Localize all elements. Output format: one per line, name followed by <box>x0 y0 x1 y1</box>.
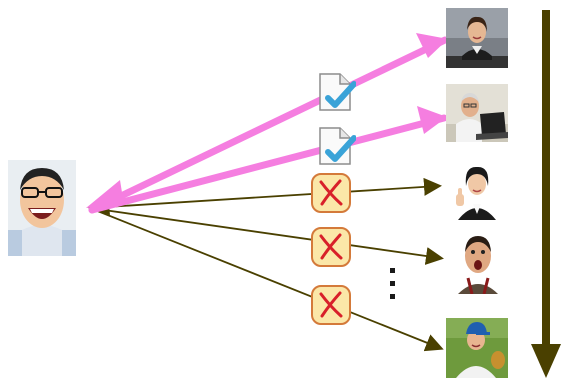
red-x-icon <box>310 226 352 268</box>
accepted-arrow-1 <box>88 36 449 214</box>
rejected-arrow-3 <box>89 177 442 209</box>
ellipsis-dot <box>389 268 395 273</box>
red-x-icon <box>310 172 352 214</box>
ranking-down-arrowhead <box>531 344 561 378</box>
woman-thumbs-up-photo <box>446 160 508 220</box>
older-man-laptop-photo <box>446 84 508 142</box>
checkmark-document-icon <box>318 126 356 166</box>
rejected-arrow-4 <box>89 207 444 265</box>
checkmark-document-icon <box>318 72 356 112</box>
surprised-man-photo <box>452 226 504 294</box>
ellipsis-dot <box>389 294 395 299</box>
accepted-arrow-2 <box>88 114 448 214</box>
ellipsis-dot <box>389 281 395 286</box>
rejected-arrow-5 <box>89 207 444 352</box>
accepted-arrow-back-head <box>86 180 124 208</box>
businesswoman-photo <box>446 8 508 68</box>
accepted-arrow-1-head <box>416 33 448 58</box>
red-x-icon <box>310 284 352 326</box>
laughing-man-photo <box>8 160 76 256</box>
vertical-ellipsis <box>386 268 398 312</box>
accepted-arrow-2-head <box>417 106 447 134</box>
boy-baseball-photo <box>446 318 508 378</box>
